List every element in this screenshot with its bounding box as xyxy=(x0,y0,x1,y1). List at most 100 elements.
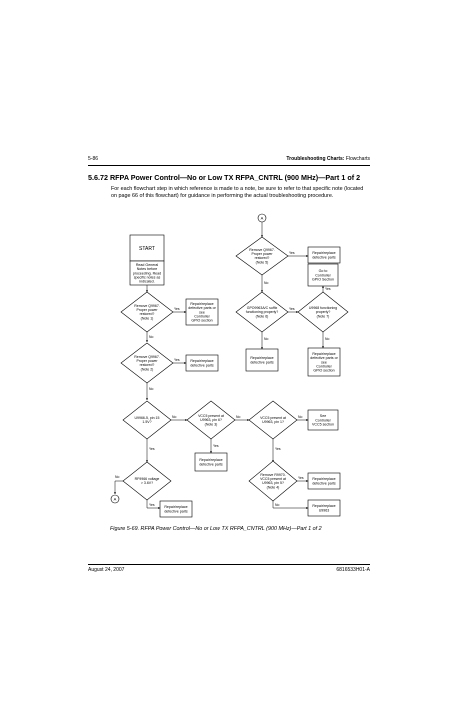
decision-d3-text-line: U9966-5, pin 15 xyxy=(135,416,160,420)
result-r2-text-line: defective parts xyxy=(190,363,214,367)
decision-d4 xyxy=(186,400,236,440)
decision-d1-text-line: (Note 1) xyxy=(141,316,154,320)
result-r1-text-line: Controller xyxy=(194,314,210,318)
result-r6-text-line: defective parts xyxy=(164,509,188,513)
connector-a-bottom xyxy=(110,494,120,504)
result-r7 xyxy=(307,472,341,490)
result-r1-text-line: defective parts or xyxy=(188,306,216,310)
result-r4-text-line: Repair/replace xyxy=(199,458,222,462)
result-rr2 xyxy=(307,263,339,287)
result-rr4-text-line: Repair/replace xyxy=(312,352,335,356)
decision-d3 xyxy=(122,400,172,440)
start-label: START xyxy=(139,246,155,252)
result-r8-text-line: Repair/replace xyxy=(312,504,335,508)
running-section-rest: Flowcharts xyxy=(344,156,370,162)
result-rr4-text-line: GPIO section xyxy=(313,369,334,373)
decision-d6 xyxy=(122,461,172,501)
connector-a-bottom-label: A xyxy=(114,496,117,501)
footer-rule xyxy=(88,564,370,565)
decision-rd3-text-line: (Note 7) xyxy=(317,314,330,318)
result-r7-text-line: defective parts xyxy=(312,481,336,485)
result-r8-text-line: U9963 xyxy=(319,508,330,512)
d3-no-label: No xyxy=(172,415,176,419)
decision-d7-text-line: Remove R9970. xyxy=(260,473,285,477)
result-r1 xyxy=(185,298,219,326)
result-r8 xyxy=(307,499,341,517)
header-rule xyxy=(88,165,370,166)
decision-rd3 xyxy=(297,291,349,333)
d5-yes-label: Yes xyxy=(275,447,281,451)
decision-d4-text-line: (Note 3) xyxy=(205,422,218,426)
decision-rd1 xyxy=(235,236,289,276)
result-r5-text-line: See xyxy=(320,414,326,418)
arrow-d6-no xyxy=(114,480,123,495)
section-title: 5.6.72 RFPA Power Control—No or Low TX R… xyxy=(88,173,361,182)
result-r4-text-line: defective parts xyxy=(199,462,223,466)
decision-d1-text-line: restored? xyxy=(140,312,155,316)
d4-yes-label: Yes xyxy=(213,444,219,448)
d6-yes-label: Yes xyxy=(149,503,155,507)
decision-d7-text-line: VCC5 present at xyxy=(260,477,286,481)
d6-no-label: No xyxy=(115,475,119,479)
result-rr3 xyxy=(245,348,279,372)
result-r5-text-line: VCC5 section xyxy=(312,422,334,426)
intro-paragraph: For each flowchart step in which referen… xyxy=(111,186,364,199)
decision-d6-text-line: > 3.6V? xyxy=(141,481,153,485)
result-rr1-text-line: Repair/replace xyxy=(312,251,335,255)
read-notes-box-text-line: proceeding. Read xyxy=(133,271,161,275)
result-r6-text-line: Repair/replace xyxy=(164,505,187,509)
d2-no-label: No xyxy=(149,387,153,391)
read-notes-box xyxy=(129,260,165,286)
result-r7-text-line: Repair/replace xyxy=(312,477,335,481)
result-r5 xyxy=(307,409,339,431)
decision-d5 xyxy=(248,400,298,440)
result-rr2-text-line: Controller xyxy=(315,273,331,277)
rd3-yes-label: Yes xyxy=(325,287,331,291)
result-r1-text-line: see xyxy=(199,310,205,314)
decision-d2-text-line: restored? xyxy=(140,363,155,367)
read-notes-box-text-line: Notes before xyxy=(137,267,158,271)
decision-rd2 xyxy=(235,291,289,333)
decision-rd3-text-line: U9968 functioning xyxy=(309,306,337,310)
decision-d1 xyxy=(120,291,174,333)
rd3-no-label: No xyxy=(325,337,329,341)
footer-date: August 24, 2007 xyxy=(88,567,125,573)
decision-d4-text-line: U9963, pin 6? xyxy=(200,418,222,422)
rd2-yes-label: Yes xyxy=(289,307,295,311)
rd1-no-label: No xyxy=(264,281,268,285)
decision-d7 xyxy=(248,460,298,502)
decision-rd1-text-line: Remove Q9967. xyxy=(249,248,275,252)
decision-d1-text-line: Proper power xyxy=(136,308,158,312)
result-rr3-text-line: Repair/replace xyxy=(250,356,273,360)
d1-yes-label: Yes xyxy=(174,307,180,311)
running-section-title: Troubleshooting Charts: Flowcharts xyxy=(286,156,370,162)
d1-no-label: No xyxy=(149,335,153,339)
result-rr2-text-line: Go to xyxy=(319,269,328,273)
decision-d4-text-line: VCC5 present at xyxy=(198,414,224,418)
connector-a-top xyxy=(257,213,267,223)
decision-d7-text-line: U9963, pin 5? xyxy=(262,481,284,485)
decision-d3-text-line: 1.5V? xyxy=(142,420,151,424)
connector-a-top-label: A xyxy=(261,215,264,220)
d4-no-label: No xyxy=(236,415,240,419)
result-r1-text-line: GPIO section xyxy=(191,319,212,323)
result-rr4-text-line: defective parts or xyxy=(310,356,338,360)
d7-no-label: No xyxy=(275,503,279,507)
result-r1-text-line: Repair/replace xyxy=(190,302,213,306)
read-notes-box-text-line: specific notes as xyxy=(134,275,161,279)
